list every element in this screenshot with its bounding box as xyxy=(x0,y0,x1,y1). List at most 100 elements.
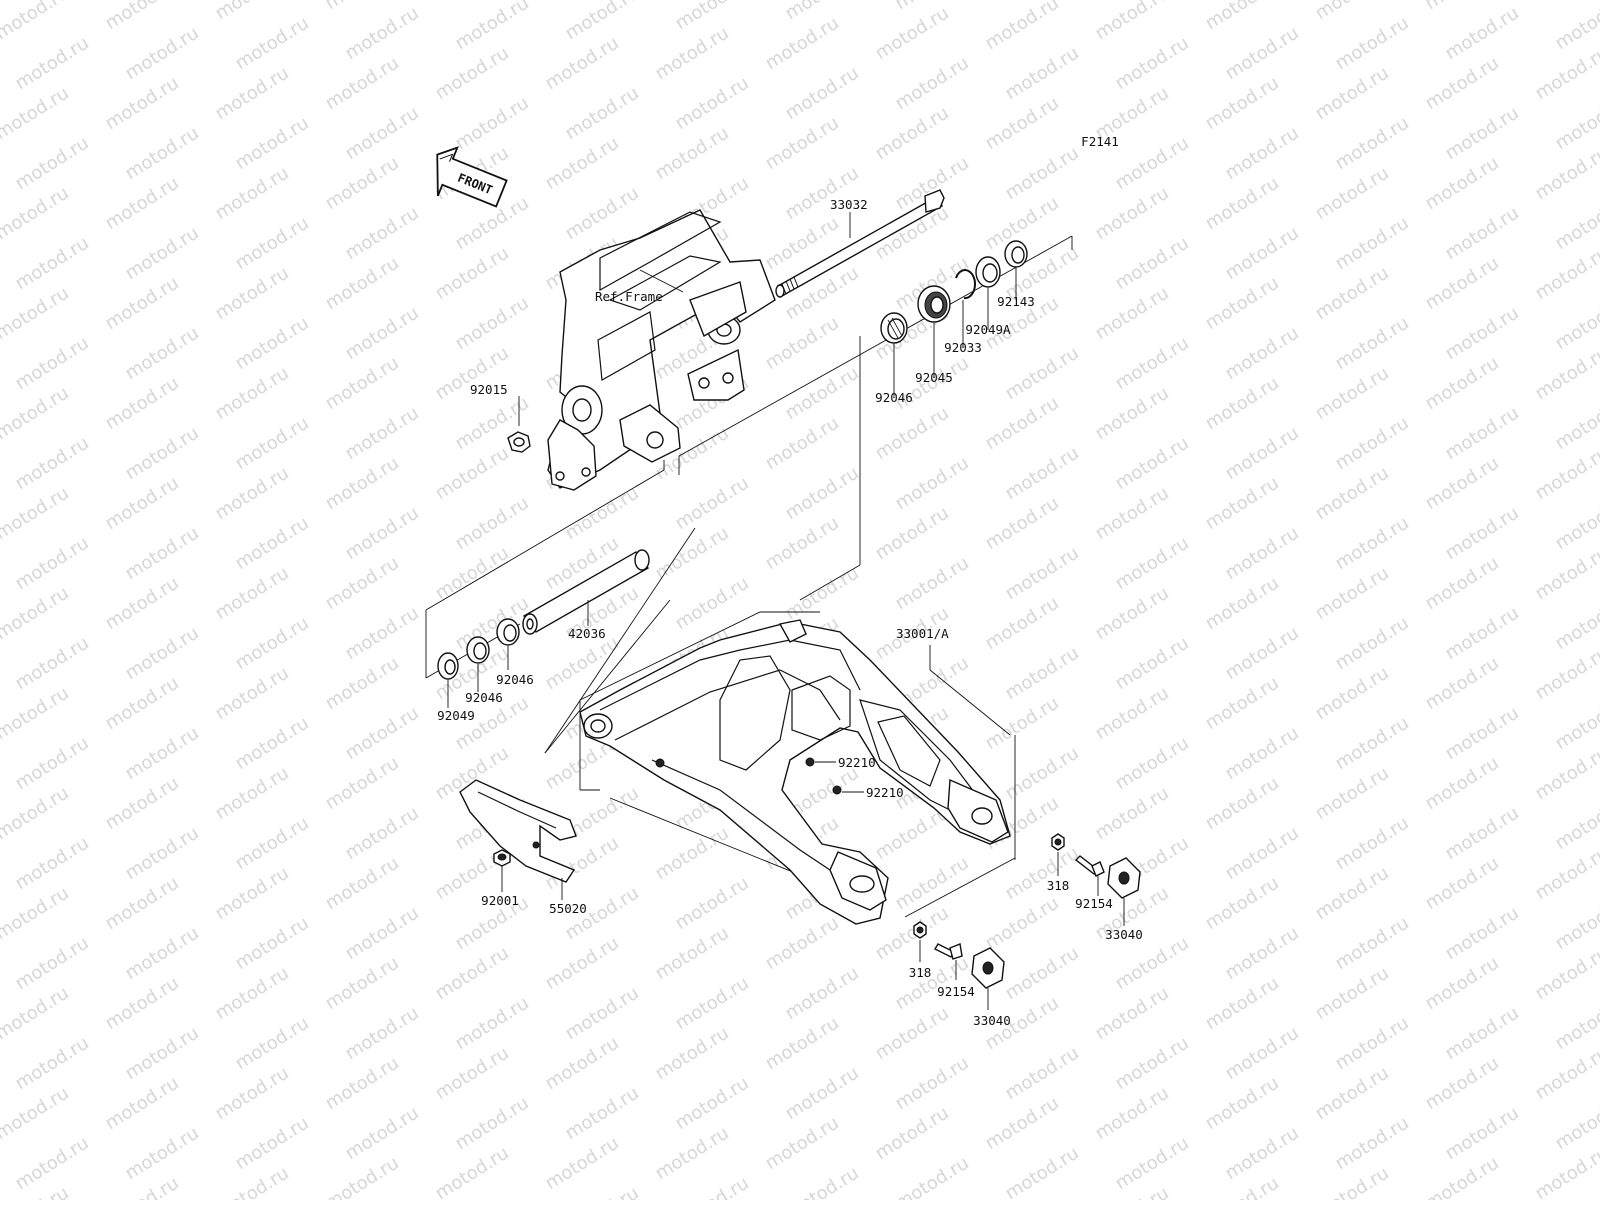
label-55020: 55020 xyxy=(549,901,587,916)
watermark-text: motod.ru xyxy=(672,573,753,635)
watermark-text: motod.ru xyxy=(322,353,403,415)
watermark-text: motod.ru xyxy=(452,993,533,1055)
needle-bearing-92046-left-a xyxy=(496,618,520,670)
watermark-text: motod.ru xyxy=(122,223,203,285)
watermark-text: motod.ru xyxy=(1092,1083,1173,1145)
watermark-text: motod.ru xyxy=(1202,373,1283,435)
assembly-bracket-swingarm xyxy=(544,336,1016,918)
watermark-text: motod.ru xyxy=(12,1033,93,1095)
watermark-text: motod.ru xyxy=(1112,633,1193,695)
circlip-92033 xyxy=(955,269,976,347)
watermark-text: motod.ru xyxy=(102,773,183,835)
watermark-text: motod.ru xyxy=(1312,563,1393,625)
watermark-text: motod.ru xyxy=(1202,673,1283,735)
watermark-text: motod.ru xyxy=(982,493,1063,555)
watermark-text: motod.ru xyxy=(982,0,1063,54)
watermark-text: motod.ru xyxy=(1002,143,1083,205)
watermark-text: motod.ru xyxy=(212,163,293,225)
seal-92143 xyxy=(1004,240,1028,300)
watermark-text: motod.ru xyxy=(212,263,293,325)
watermark-text: motod.ru xyxy=(1002,1043,1083,1105)
watermark-text: motod.ru xyxy=(1442,1103,1523,1165)
label-92046-left-a: 92046 xyxy=(496,672,534,687)
watermark-text: motod.ru xyxy=(0,783,73,845)
watermark-text: motod.ru xyxy=(1422,1153,1503,1200)
label-33032: 33032 xyxy=(830,197,868,212)
watermark-text: motod.ru xyxy=(1312,163,1393,225)
diagram-code: F2141 xyxy=(1081,134,1119,149)
watermark-text: motod.ru xyxy=(762,513,843,575)
watermark-text: motod.ru xyxy=(1442,903,1523,965)
watermark-text: motod.ru xyxy=(1202,173,1283,235)
watermark-text: motod.ru xyxy=(1002,743,1083,805)
watermark-text: motod.ru xyxy=(1312,1063,1393,1125)
watermark-text: motod.ru xyxy=(562,83,643,145)
label-92015: 92015 xyxy=(470,382,508,397)
watermark-text: motod.ru xyxy=(1332,313,1413,375)
watermark-text: motod.ru xyxy=(1332,813,1413,875)
watermark-text: motod.ru xyxy=(1422,1053,1503,1115)
watermark-text: motod.ru xyxy=(782,163,863,225)
watermark-text: motod.ru xyxy=(872,903,953,965)
watermark-text: motod.ru xyxy=(982,93,1063,155)
watermark-text: motod.ru xyxy=(1222,723,1303,785)
watermark-text: motod.ru xyxy=(652,1123,733,1185)
watermark-text: motod.ru xyxy=(872,3,953,65)
watermark-text: motod.ru xyxy=(1202,1073,1283,1135)
watermark-text: motod.ru xyxy=(1312,763,1393,825)
watermark-text: motod.ru xyxy=(1112,1133,1193,1195)
watermark-text: motod.ru xyxy=(0,83,73,145)
watermark-text: motod.ru xyxy=(982,893,1063,955)
watermark-text: motod.ru xyxy=(672,873,753,935)
bolt-92154-upper xyxy=(1074,855,1105,896)
watermark-text: motod.ru xyxy=(432,943,513,1005)
bolt-92001 xyxy=(493,849,511,892)
watermark-text: motod.ru xyxy=(782,563,863,625)
watermark-text: motod.ru xyxy=(432,443,513,505)
watermark-text: motod.ru xyxy=(102,0,183,34)
watermark-text: motod.ru xyxy=(1002,843,1083,905)
label-92210-lower: 92210 xyxy=(866,785,904,800)
watermark-text: motod.ru xyxy=(342,103,423,165)
nut-318-upper xyxy=(1051,833,1065,876)
watermark-text: motod.ru xyxy=(12,733,93,795)
watermark-text: motod.ru xyxy=(1332,613,1413,675)
watermark-text: motod.ru xyxy=(232,513,313,575)
watermark-text: motod.ru xyxy=(1002,443,1083,505)
watermark-text: motod.ru xyxy=(1202,573,1283,635)
watermark-text: motod.ru xyxy=(122,1023,203,1085)
watermark-text: motod.ru xyxy=(432,243,513,305)
bolt-92154-lower xyxy=(934,943,963,980)
watermark-text: motod.ru xyxy=(1442,303,1523,365)
watermark-text: motod.ru xyxy=(1552,193,1600,255)
watermark-text: motod.ru xyxy=(1312,863,1393,925)
watermark-text: motod.ru xyxy=(342,703,423,765)
label-92210-upper: 92210 xyxy=(838,755,876,770)
label-318-upper: 318 xyxy=(1047,878,1070,893)
watermark-text: motod.ru xyxy=(672,973,753,1035)
watermark-text: motod.ru xyxy=(982,693,1063,755)
watermark-text: motod.ru xyxy=(1092,483,1173,545)
label-92049a: 92049A xyxy=(965,322,1011,337)
watermark-text: motod.ru xyxy=(652,823,733,885)
watermark-text: motod.ru xyxy=(1552,993,1600,1055)
watermark-text: motod.ru xyxy=(1092,283,1173,345)
watermark-text: motod.ru xyxy=(1312,263,1393,325)
watermark-text: motod.ru xyxy=(982,593,1063,655)
watermark-text: motod.ru xyxy=(102,173,183,235)
watermark-text: motod.ru xyxy=(892,453,973,515)
watermark-text: motod.ru xyxy=(232,313,313,375)
watermark-text: motod.ru xyxy=(1332,213,1413,275)
ref-frame-label: Ref.Frame xyxy=(595,289,663,304)
watermark-text: motod.ru xyxy=(232,813,313,875)
watermark-text: motod.ru xyxy=(892,553,973,615)
watermark-text: motod.ru xyxy=(1332,1013,1413,1075)
watermark-text: motod.ru xyxy=(982,393,1063,455)
watermark-text: motod.ru xyxy=(1442,403,1523,465)
watermark-text: motod.ru xyxy=(1222,1123,1303,1185)
watermark-text: motod.ru xyxy=(672,73,753,135)
watermark-text: motod.ru xyxy=(892,1153,973,1200)
watermark-text: motod.ru xyxy=(452,93,533,155)
watermark-text: motod.ru xyxy=(1422,453,1503,515)
watermark-text: motod.ru xyxy=(12,933,93,995)
